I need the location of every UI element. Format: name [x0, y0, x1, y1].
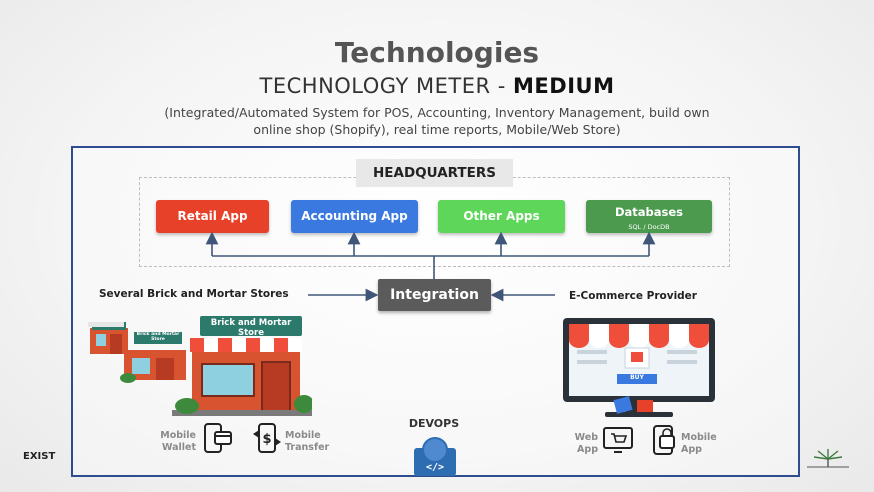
headquarters-label: HEADQUARTERS	[356, 159, 513, 187]
ecommerce-illustration	[563, 318, 715, 417]
mobile-app-line2: App	[681, 444, 702, 455]
mobile-app-icon	[653, 425, 675, 455]
meter-level: MEDIUM	[513, 74, 615, 98]
stores-label: Several Brick and Mortar Stores	[99, 288, 289, 300]
web-app-line2: App	[577, 444, 598, 455]
other-apps-box: Other Apps	[438, 200, 565, 233]
big-store-sign: Brick and Mortar Store	[210, 318, 292, 338]
mobile-transfer-line2: Transfer	[285, 442, 330, 453]
web-app-line1: Web	[574, 432, 598, 443]
page-subtitle: TECHNOLOGY METER - MEDIUM	[0, 74, 874, 98]
page-title: Technologies	[334, 36, 540, 69]
svg-text:</>: </>	[426, 462, 444, 473]
palm-logo	[807, 449, 849, 468]
databases-box: Databases SQL / DocDB	[586, 200, 712, 233]
mobile-transfer-line1: Mobile	[285, 430, 321, 441]
devops-icon: </>	[414, 437, 456, 476]
ecommerce-label: E-Commerce Provider	[569, 290, 697, 302]
store-illustration	[90, 316, 312, 416]
devops-label: DEVOPS	[408, 417, 460, 430]
web-app-icon	[603, 427, 633, 453]
mobile-wallet-line1: Mobile	[160, 430, 196, 441]
small-store-sign: Brick and Mortar Store	[136, 332, 180, 342]
databases-sublabel: SQL / DocDB	[628, 223, 670, 231]
integration-box: Integration	[378, 279, 491, 311]
svg-text:$: $	[262, 432, 271, 447]
page-description: (Integrated/Automated System for POS, Ac…	[164, 105, 710, 137]
mobile-wallet-icon	[204, 423, 232, 453]
accounting-app-box: Accounting App	[291, 200, 418, 233]
mobile-app-line1: Mobile	[681, 432, 717, 443]
tiny-store-sign	[88, 322, 124, 327]
exist-logo: EXIST	[23, 451, 56, 462]
mobile-wallet-line2: Wallet	[161, 442, 196, 453]
mobile-transfer-icon: $	[253, 423, 281, 453]
buy-button: BUY	[630, 374, 644, 381]
subtitle-prefix: TECHNOLOGY METER -	[259, 74, 514, 98]
databases-label: Databases	[614, 205, 684, 219]
retail-app-box: Retail App	[156, 200, 269, 233]
